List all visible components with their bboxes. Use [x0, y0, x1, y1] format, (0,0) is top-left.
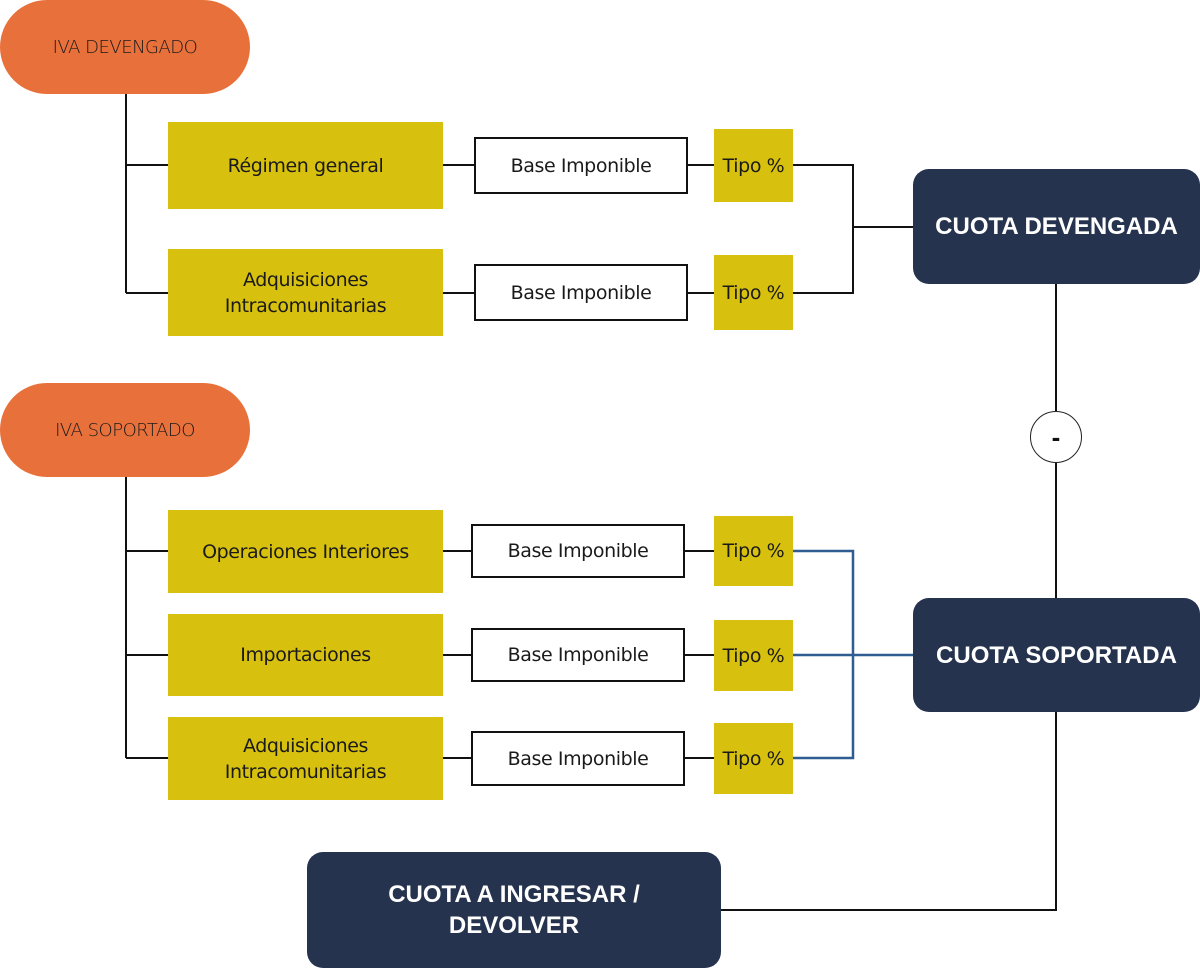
tipo-label: Tipo % — [722, 154, 785, 177]
base-label: Base Imponible — [507, 644, 649, 666]
iva-devengado-node: IVA DEVENGADO — [0, 0, 250, 94]
tipo-box: Tipo % — [714, 255, 793, 330]
category-label: Operaciones Interiores — [202, 540, 409, 563]
connector-soportado-merge — [793, 549, 914, 760]
base-label: Base Imponible — [510, 281, 652, 304]
base-label: Base Imponible — [510, 154, 652, 177]
base-imponible-box: Base Imponible — [471, 524, 685, 578]
cuota-soportada-label: CUOTA SOPORTADA — [936, 641, 1177, 669]
base-label: Base Imponible — [507, 540, 649, 562]
iva-soportado-node: IVA SOPORTADO — [0, 383, 250, 477]
base-label: Base Imponible — [507, 747, 649, 770]
connector-soportado-trunk — [125, 477, 168, 759]
base-imponible-box: Base Imponible — [471, 731, 685, 786]
operator-symbol: - — [1051, 421, 1061, 452]
base-imponible-box: Base Imponible — [471, 628, 685, 682]
category-label: Adquisiciones Intracomunitarias — [224, 268, 387, 317]
cuota-a-ingresar-devolver-node: CUOTA A INGRESAR / DEVOLVER — [307, 852, 721, 968]
connector-devengado-trunk — [125, 94, 168, 294]
result-label: CUOTA A INGRESAR / DEVOLVER — [388, 881, 640, 939]
category-adquisiciones-intracomunitarias: Adquisiciones Intracomunitarias — [168, 249, 443, 336]
cuota-soportada-node: CUOTA SOPORTADA — [913, 598, 1200, 712]
tipo-label: Tipo % — [722, 644, 785, 667]
category-importaciones: Importaciones — [168, 614, 443, 696]
minus-icon: - — [1030, 411, 1082, 463]
tipo-box: Tipo % — [714, 516, 793, 586]
connector-devengado-merge — [793, 164, 914, 294]
tipo-box: Tipo % — [714, 129, 793, 202]
category-adquisiciones-intracomunitarias: Adquisiciones Intracomunitarias — [168, 717, 443, 800]
iva-devengado-label: IVA DEVENGADO — [52, 36, 198, 58]
base-imponible-box: Base Imponible — [474, 264, 688, 321]
connector-soportado-to-result — [720, 712, 1057, 911]
tipo-label: Tipo % — [722, 540, 785, 562]
category-label: Importaciones — [240, 644, 371, 666]
category-operaciones-interiores: Operaciones Interiores — [168, 510, 443, 593]
tipo-label: Tipo % — [722, 281, 785, 304]
category-label: Adquisiciones Intracomunitarias — [224, 734, 387, 783]
category-label: Régimen general — [227, 154, 384, 177]
iva-soportado-label: IVA SOPORTADO — [55, 419, 195, 441]
cuota-devengada-node: CUOTA DEVENGADA — [913, 169, 1200, 284]
tipo-box: Tipo % — [714, 723, 793, 794]
tipo-box: Tipo % — [714, 620, 793, 691]
cuota-devengada-label: CUOTA DEVENGADA — [935, 213, 1178, 240]
category-regimen-general: Régimen general — [168, 122, 443, 209]
base-imponible-box: Base Imponible — [474, 137, 688, 194]
tipo-label: Tipo % — [722, 747, 785, 770]
